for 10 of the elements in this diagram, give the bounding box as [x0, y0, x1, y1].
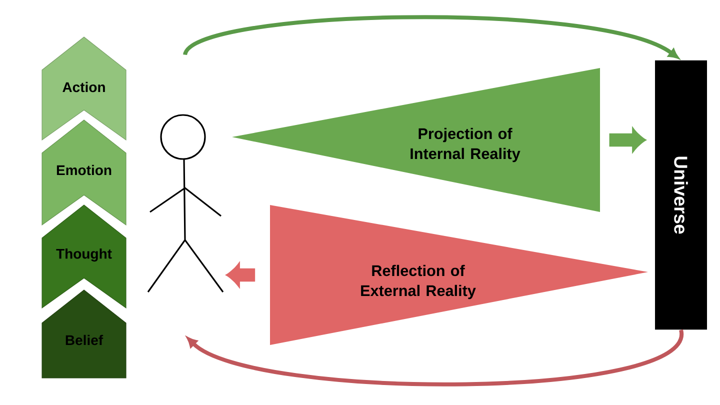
arrow: [226, 264, 256, 286]
level-block: Emotion: [42, 120, 126, 226]
level-block: Action: [42, 36, 126, 141]
arrow: [186, 329, 683, 386]
universe-bar: Universe: [655, 60, 707, 330]
arrow: [184, 15, 679, 59]
level-block: Belief: [42, 290, 126, 378]
arrow: [609, 128, 646, 152]
stick-figure: [147, 114, 224, 293]
level-block: Thought: [42, 204, 126, 309]
